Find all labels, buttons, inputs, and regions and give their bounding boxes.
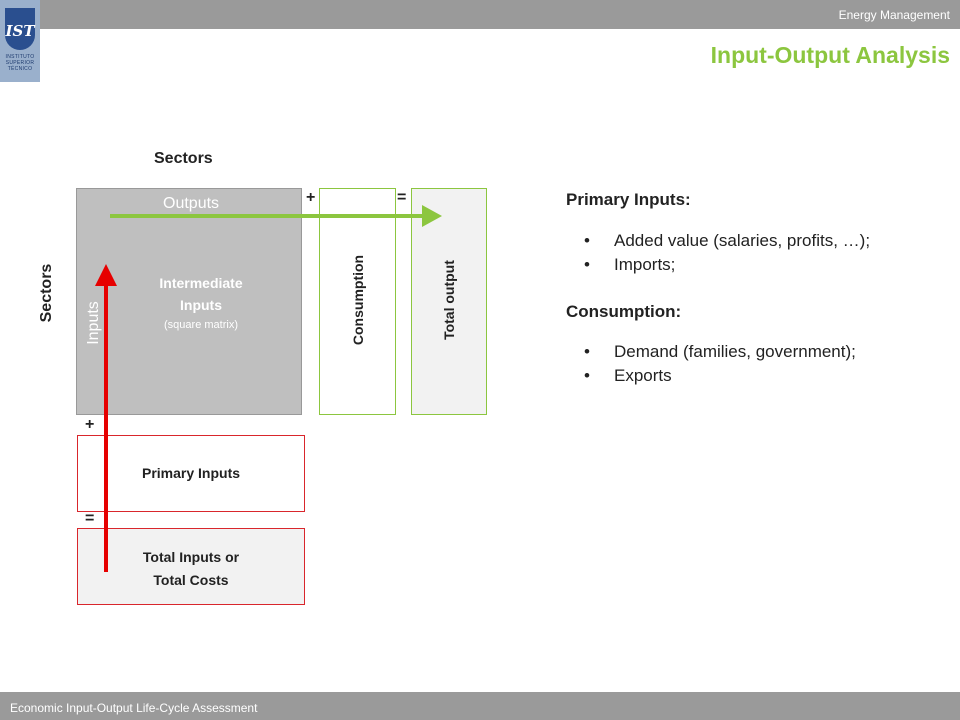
- intermediate-inputs-matrix: Intermediate Inputs (square matrix): [76, 188, 302, 415]
- header-bar: Energy Management: [0, 0, 960, 29]
- list-item: Demand (families, government);: [584, 340, 856, 364]
- matrix-subtitle: (square matrix): [164, 319, 238, 331]
- consumption-list: Demand (families, government); Exports: [584, 340, 856, 388]
- consumption-heading: Consumption:: [566, 302, 682, 321]
- total-inputs-row: Total Inputs or Total Costs: [77, 528, 305, 605]
- matrix-title: Intermediate Inputs: [159, 275, 243, 313]
- plus-sign-left: +: [85, 416, 95, 433]
- slide-title: Input-Output Analysis: [710, 42, 950, 68]
- primary-inputs-heading: Primary Inputs:: [566, 190, 691, 209]
- total-inputs-label-line2: Total Costs: [153, 572, 229, 588]
- plus-sign-top: +: [306, 189, 316, 206]
- logo-text: INSTITUTO SUPERIOR TÉCNICO: [5, 54, 35, 72]
- primary-inputs-list: Added value (salaries, profits, …); Impo…: [584, 229, 870, 277]
- footer-text: Economic Input-Output Life-Cycle Assessm…: [10, 701, 258, 715]
- list-item: Exports: [584, 364, 856, 388]
- equals-sign-left: =: [85, 510, 95, 527]
- outputs-label: Outputs: [163, 195, 220, 212]
- total-inputs-label-line1: Total Inputs or: [142, 549, 240, 565]
- primary-inputs-row: Primary Inputs: [77, 435, 305, 512]
- list-item: Added value (salaries, profits, …);: [584, 229, 870, 253]
- sectors-top-label: Sectors: [154, 150, 213, 167]
- shield-icon: IST: [5, 8, 35, 50]
- outputs-arrowhead-icon: [422, 205, 442, 227]
- equals-sign-top: =: [397, 189, 407, 206]
- course-name: Energy Management: [838, 8, 950, 22]
- inputs-label: Inputs: [85, 301, 102, 345]
- list-item: Imports;: [584, 253, 870, 277]
- inputs-arrowhead-icon: [95, 264, 117, 286]
- primary-inputs-label: Primary Inputs: [141, 465, 241, 481]
- consumption-column: [319, 188, 396, 415]
- footer-bar: Economic Input-Output Life-Cycle Assessm…: [0, 692, 960, 720]
- ist-logo: IST INSTITUTO SUPERIOR TÉCNICO: [0, 0, 40, 82]
